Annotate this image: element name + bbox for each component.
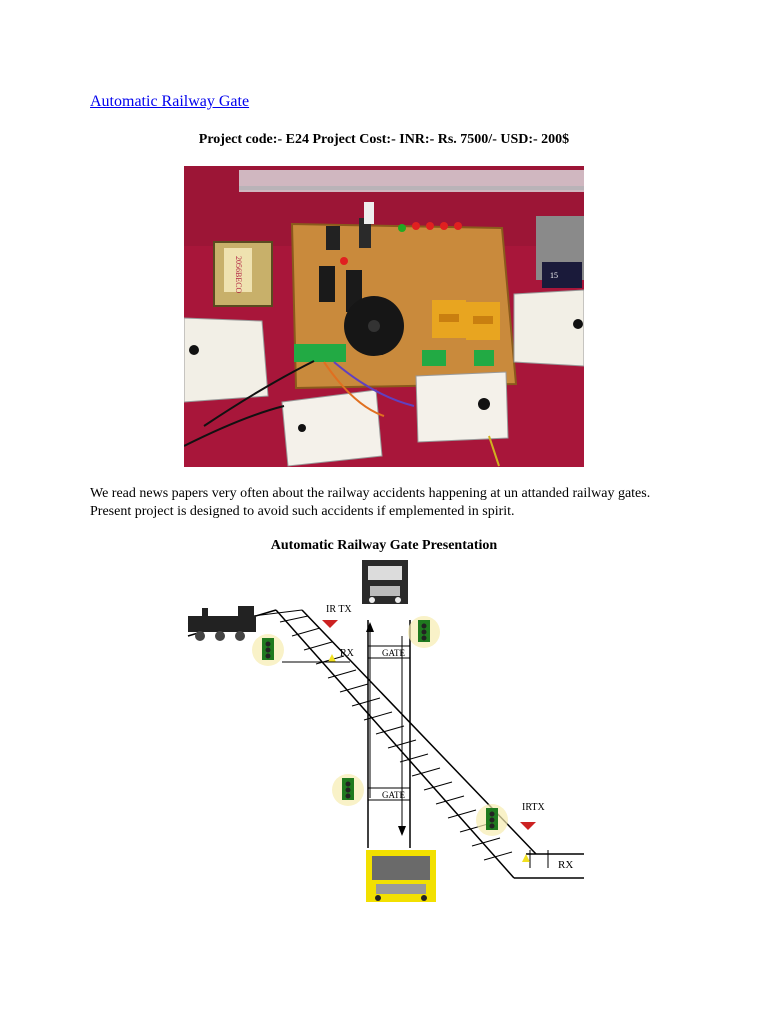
description-text: We read news papers very often about the… [90, 486, 651, 519]
traffic-light-icon [476, 804, 508, 836]
traffic-light-icon [332, 774, 364, 806]
traffic-light-icon [408, 616, 440, 648]
rx-top-label: RX [340, 648, 355, 659]
traffic-light-icon [252, 634, 284, 666]
irtx-top-label: IR TX [326, 604, 352, 615]
project-info: Project code:- E24 Project Cost:- INR:- … [198, 132, 570, 147]
train-icon [188, 606, 256, 641]
title-link[interactable]: Automatic Railway Gate [90, 93, 250, 110]
truck-icon [362, 560, 408, 604]
presentation-diagram: GATE GATE IR TX RX IRTX RX [187, 560, 584, 902]
rx-bottom-label: RX [558, 859, 573, 871]
gate-top-label: GATE [382, 648, 405, 658]
irtx-bottom-label: IRTX [522, 802, 546, 813]
gate-bottom-label: GATE [382, 790, 405, 800]
motor-label: 15 [550, 271, 558, 280]
presentation-title: Automatic Railway Gate Presentation [270, 538, 498, 553]
transformer-label: 2056BECO [234, 256, 243, 294]
project-photo: 2056BECO 15 [184, 166, 584, 467]
bus-icon [366, 850, 436, 902]
